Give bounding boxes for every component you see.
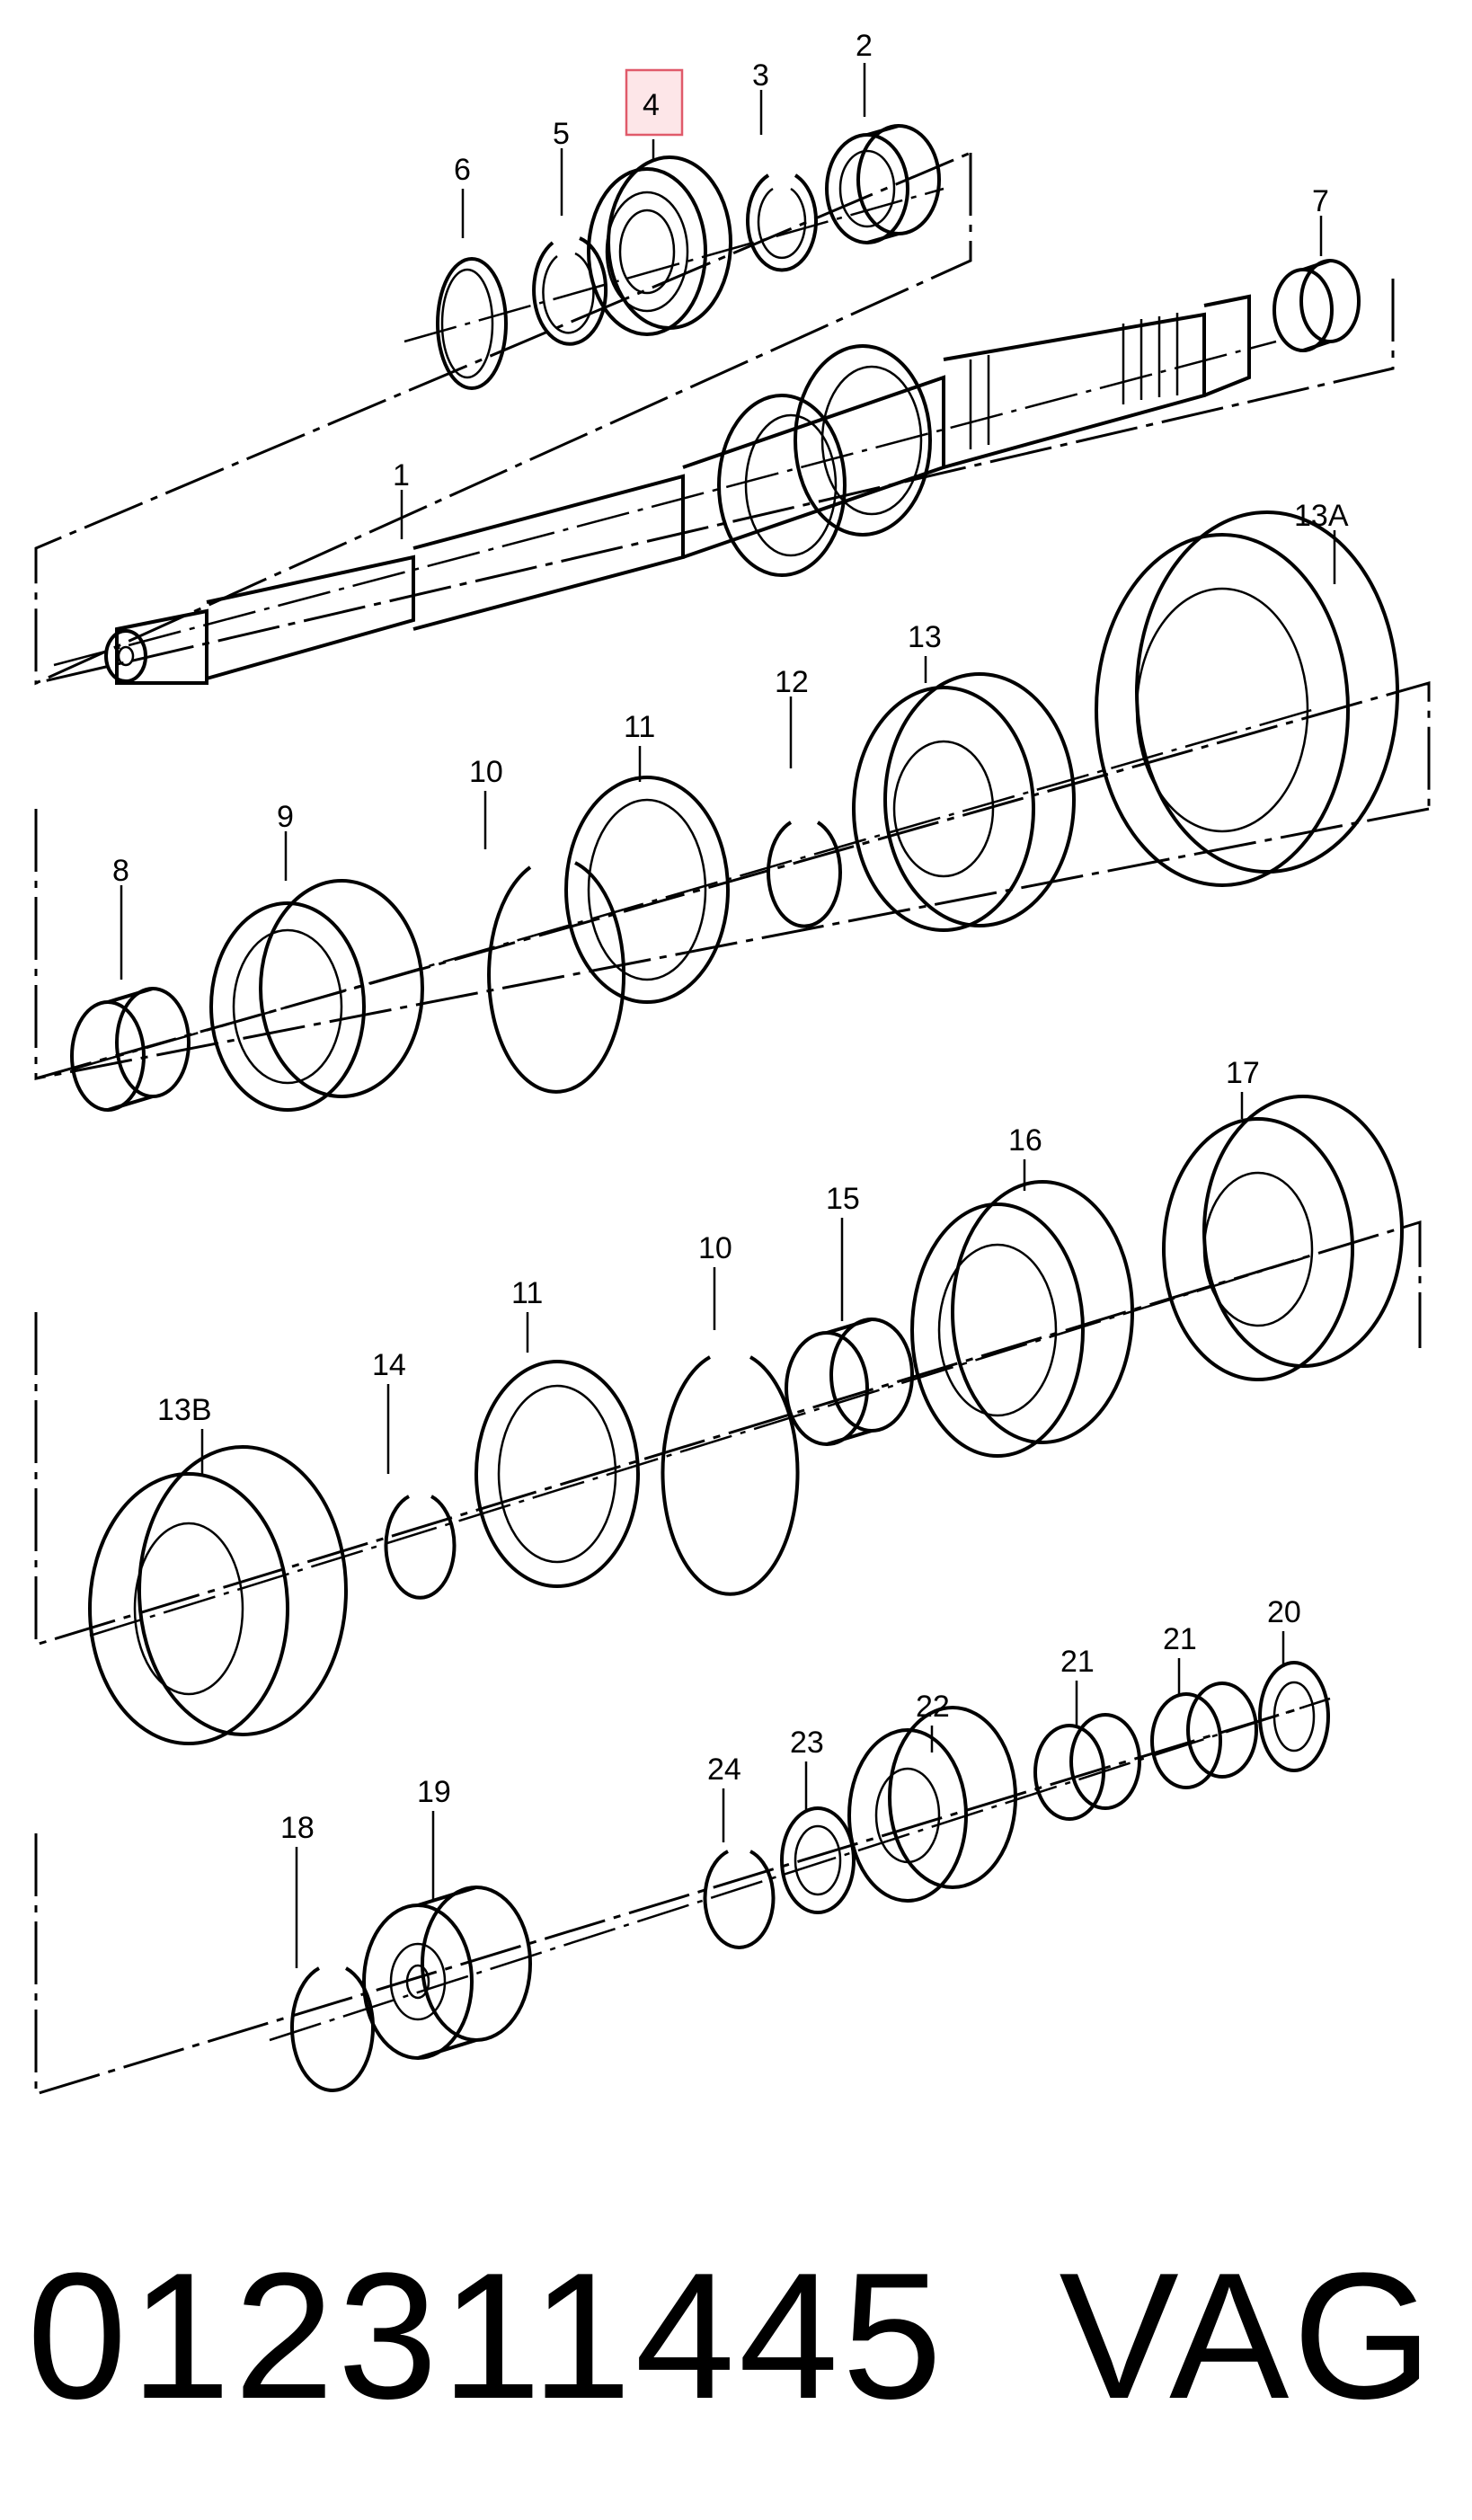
callout-13: 13	[908, 620, 942, 654]
part-7-sleeve	[1272, 259, 1361, 352]
shaft-gear-large	[794, 344, 932, 537]
part-24-circlip	[703, 1850, 776, 1949]
callout-4: 4	[643, 88, 660, 122]
callout-10: 10	[469, 755, 503, 789]
callout-18: 18	[280, 1811, 315, 1845]
part-10-spring-ring	[487, 861, 626, 1094]
callout-13a: 13A	[1294, 499, 1349, 533]
highlight-box	[625, 68, 684, 137]
part-8-needle-cage	[70, 987, 191, 1112]
callout-21-b: 21	[1163, 1622, 1197, 1656]
exploded-parts-diagram: 4 6 5 3 2 7 1 13A 13 12 11 10 9 8 17 16 …	[34, 29, 1431, 2097]
section-frames	[34, 151, 1431, 2097]
part-10-spring-ring-b	[661, 1355, 800, 1596]
callout-3: 3	[752, 58, 769, 93]
callout-7: 7	[1312, 184, 1329, 218]
callout-16: 16	[1008, 1123, 1042, 1158]
footer: 012311445 VAG	[0, 2220, 1472, 2453]
callout-14: 14	[372, 1348, 406, 1382]
callout-9: 9	[277, 800, 294, 834]
part-13-sleeve-hub	[852, 672, 1076, 932]
part-3-circlip	[746, 173, 818, 272]
part-6-washer	[436, 257, 508, 390]
part-15-needle-cage	[785, 1318, 914, 1446]
part-21-needle-cage-b	[1150, 1681, 1258, 1789]
callout-1: 1	[393, 458, 410, 492]
shaft-gear-small	[717, 394, 847, 577]
callout-8: 8	[112, 854, 129, 888]
callout-2: 2	[856, 29, 873, 63]
part-number: 012311445	[27, 2236, 946, 2436]
brand-label: VAG	[1059, 2236, 1436, 2436]
part-21-needle-cage-a	[1033, 1713, 1141, 1821]
callout-labels: 4 6 5 3 2 7 1 13A 13 12 11 10 9 8 17 16 …	[112, 29, 1349, 1845]
part-4-ball-bearing	[587, 155, 732, 336]
callout-5: 5	[553, 117, 570, 151]
part-11-synchro-ring	[564, 776, 730, 1004]
part-18-circlip	[290, 1966, 375, 2092]
callout-22: 22	[916, 1690, 950, 1724]
callout-23: 23	[790, 1726, 824, 1760]
part-19-bearing	[362, 1886, 532, 2060]
part-13a-sleeve	[1095, 510, 1399, 887]
callout-21-a: 21	[1060, 1645, 1095, 1679]
part-13b-gear	[88, 1445, 348, 1745]
callout-10-b: 10	[698, 1231, 732, 1265]
shaft-splines	[969, 313, 1179, 449]
callout-12: 12	[775, 665, 809, 699]
part-12-circlip	[767, 821, 842, 928]
callout-17: 17	[1226, 1056, 1260, 1090]
callout-11: 11	[624, 710, 655, 744]
callout-24: 24	[707, 1752, 741, 1787]
callout-19: 19	[417, 1775, 451, 1809]
callout-20: 20	[1267, 1595, 1301, 1629]
main-shaft	[53, 294, 1277, 685]
callout-leaders	[120, 63, 1336, 1968]
part-17-gear	[1162, 1095, 1404, 1381]
part-23-thrust-washer	[780, 1806, 856, 1914]
callout-15: 15	[826, 1182, 860, 1216]
callout-11-b: 11	[511, 1276, 543, 1310]
callout-13b: 13B	[157, 1393, 212, 1427]
callout-6: 6	[454, 153, 471, 187]
part-11-synchro-ring-b	[474, 1360, 640, 1588]
part-9-gear	[209, 879, 424, 1112]
part-14-circlip	[384, 1495, 457, 1600]
part-2-needle-bearing	[825, 124, 941, 244]
